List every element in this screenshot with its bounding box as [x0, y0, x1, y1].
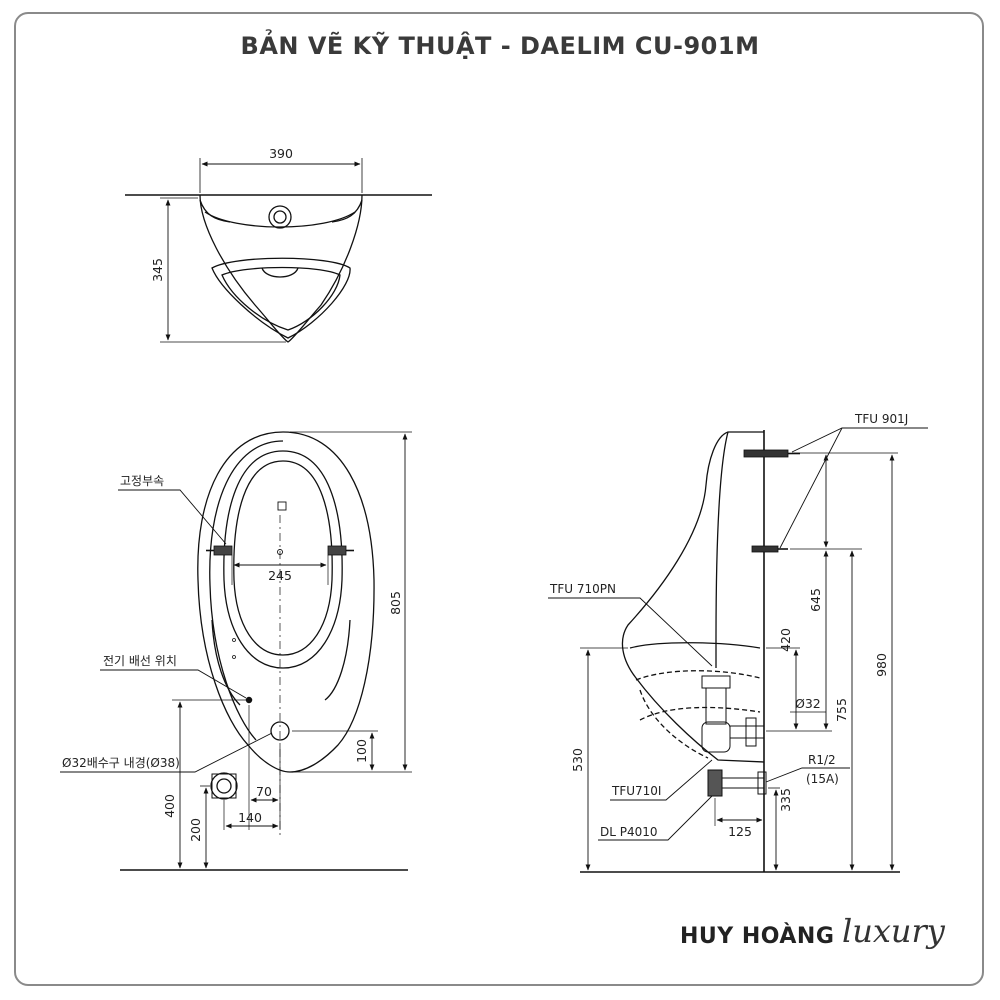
label-15a: (15A) [806, 772, 839, 786]
front-view [60, 431, 412, 871]
label-tfu710pn: TFU 710PN [549, 582, 616, 596]
side-view [548, 427, 928, 873]
brand-name: HUY HOÀNG [680, 924, 835, 949]
dim-335: 335 [778, 788, 793, 812]
dim-345: 345 [150, 258, 165, 282]
dim-805: 805 [388, 591, 403, 615]
top-view [125, 158, 432, 343]
page-title: BẢN VẼ KỸ THUẬT - DAELIM CU-901M [240, 32, 760, 60]
dim-200: 200 [188, 818, 203, 842]
dim-140: 140 [238, 810, 262, 825]
dim-980: 980 [874, 653, 889, 677]
dim-70: 70 [256, 784, 272, 799]
label-electric-wiring: 전기 배선 위치 [103, 654, 177, 668]
dim-245: 245 [268, 568, 292, 583]
label-dlp4010: DL P4010 [600, 825, 658, 839]
dim-100: 100 [354, 739, 369, 763]
drawing-frame [14, 12, 984, 986]
label-fixture: 고정부속 [120, 474, 164, 488]
dim-645: 645 [808, 588, 823, 612]
label-drain: Ø32배수구 내경(Ø38) [62, 756, 180, 770]
dim-420: 420 [778, 628, 793, 652]
label-tfu901j: TFU 901J [854, 412, 908, 426]
dim-diameter-32: Ø32 [795, 696, 821, 711]
dim-530: 530 [570, 748, 585, 772]
dim-755: 755 [834, 698, 849, 722]
label-tfu710i: TFU710I [611, 784, 661, 798]
dim-125: 125 [728, 824, 752, 839]
dim-390: 390 [269, 146, 293, 161]
dim-400: 400 [162, 794, 177, 818]
brand-script: luxury [842, 912, 945, 950]
label-r12: R1/2 [808, 753, 836, 767]
